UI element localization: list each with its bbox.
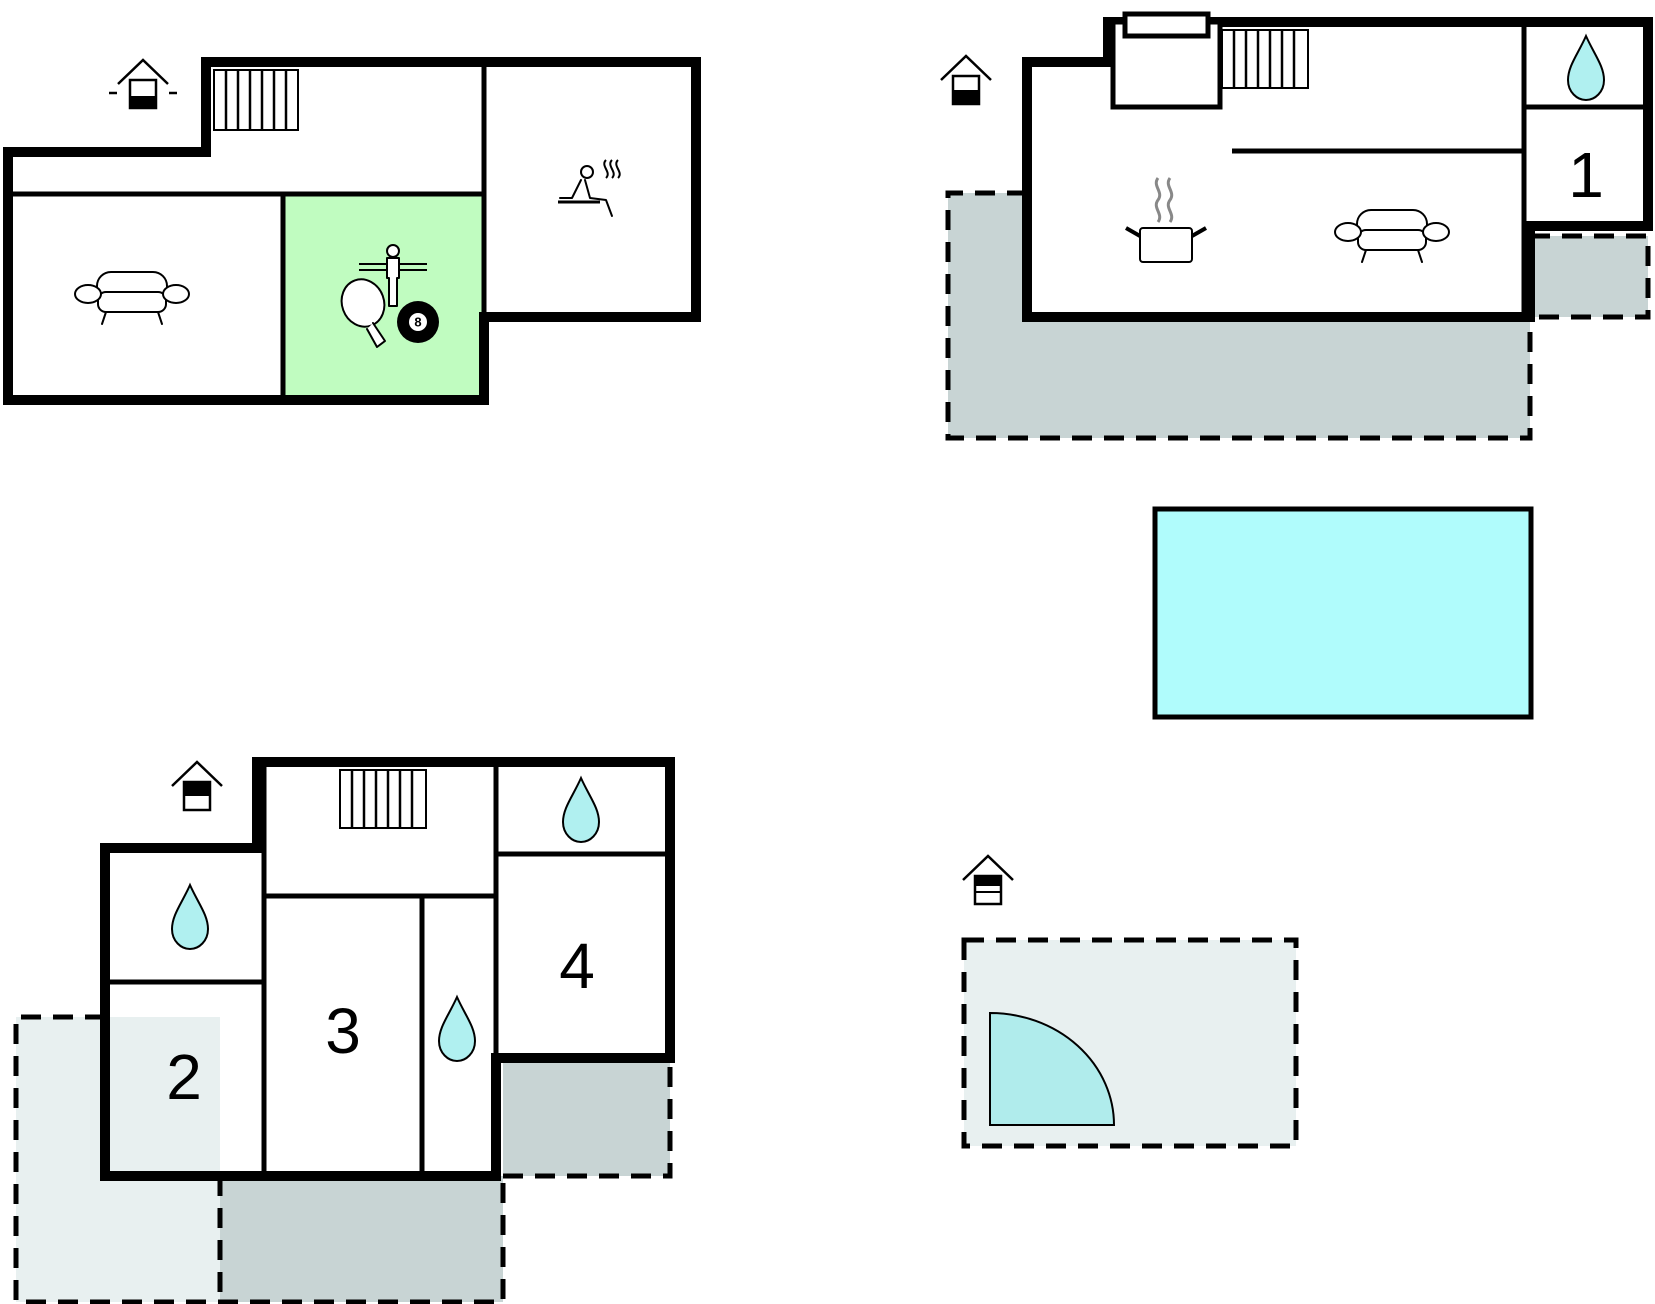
- room-number-4: 4: [559, 930, 595, 1002]
- floor-indicator-icon: [961, 854, 1015, 906]
- hot-tub-icon: [989, 1011, 1116, 1126]
- room-number-1: 1: [1568, 139, 1604, 211]
- floor-basement: 8: [3, 57, 701, 405]
- bathroom-drop-icon: [562, 777, 600, 843]
- side-terrace: [1530, 236, 1648, 317]
- main-outer-wall: [1022, 17, 1653, 322]
- basement-outer-wall: [3, 57, 701, 405]
- room-number-3: 3: [325, 995, 361, 1067]
- stairs-icon: [213, 69, 299, 131]
- table-football-icon: [359, 244, 427, 307]
- billiard-ball-icon: 8: [397, 301, 439, 343]
- room-number-2: 2: [166, 1041, 202, 1113]
- main-terrace: [948, 193, 1530, 438]
- bathroom-drop-icon: [438, 996, 476, 1062]
- bathroom-drop-icon: [171, 884, 209, 950]
- sauna-icon: [558, 159, 621, 217]
- floor-main: 1: [939, 11, 1653, 441]
- bathroom-drop-icon: [1567, 35, 1605, 101]
- sofa-icon: [1334, 209, 1450, 263]
- stairs-icon: [339, 769, 427, 829]
- upper-terrace-left: [16, 1017, 220, 1302]
- sofa-icon: [74, 271, 190, 325]
- upper-terrace-bottom: [220, 1176, 503, 1302]
- kitchen-pot-icon: [1125, 177, 1207, 263]
- floor-upper: 2 3 4: [13, 757, 675, 1304]
- upper-terrace-right: [503, 1058, 670, 1176]
- table-tennis-icon: [340, 278, 386, 348]
- floor-indicator-icon: [170, 760, 224, 812]
- floor-indicator-icon: [109, 58, 177, 110]
- stairs-icon: [1221, 29, 1309, 89]
- billiard-ball-number: 8: [414, 315, 421, 330]
- pool-icon: [1152, 506, 1534, 720]
- floor-indicator-icon: [939, 54, 993, 106]
- garden-area: [961, 854, 1299, 1149]
